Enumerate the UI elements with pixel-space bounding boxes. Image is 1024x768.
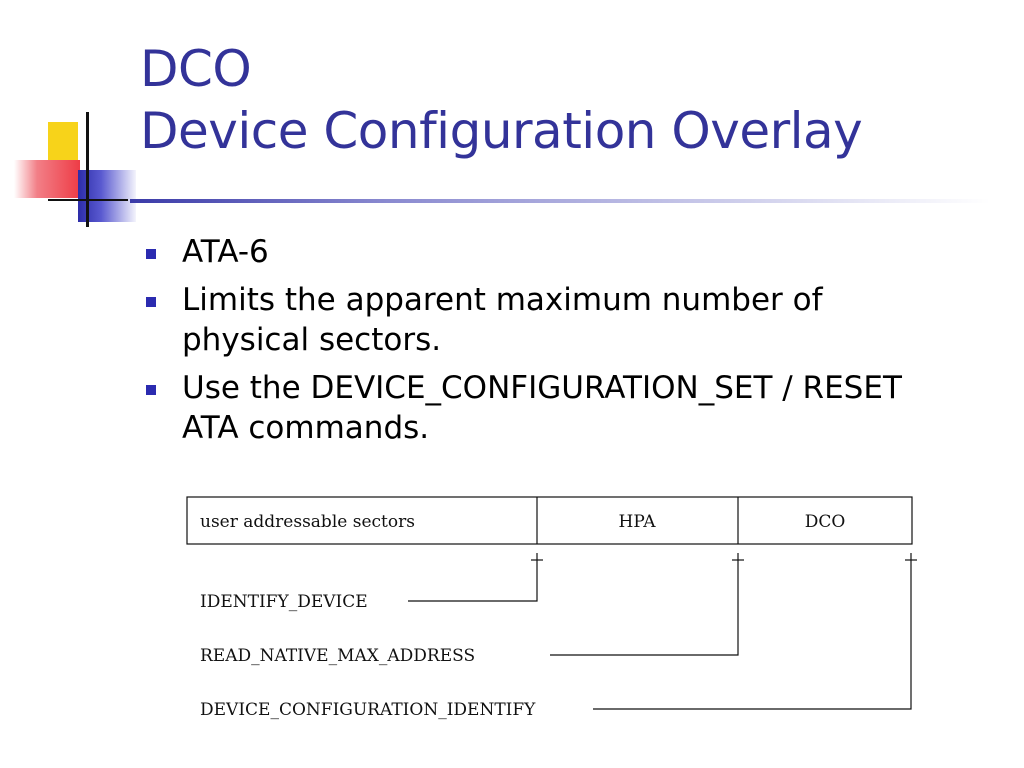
- segment-dco: DCO: [805, 512, 846, 532]
- slide-title: DCO Device Configuration Overlay: [140, 38, 863, 162]
- connector-read-native-max: [550, 553, 739, 656]
- sector-bar: [186, 496, 913, 545]
- decor-red-bar: [14, 160, 80, 198]
- bullet-square-icon: [146, 249, 156, 259]
- bullet-list: ATA-6 Limits the apparent maximum number…: [140, 232, 940, 456]
- connector-identify-device: [408, 553, 538, 602]
- title-line-2: Device Configuration Overlay: [140, 102, 863, 160]
- segment-hpa: HPA: [619, 512, 657, 532]
- sector-diagram: user addressable sectors HPA DCO IDENTIF…: [186, 496, 917, 720]
- decor-horizontal-line: [48, 199, 128, 201]
- bullet-square-icon: [146, 297, 156, 307]
- title-line-1: DCO: [140, 40, 252, 98]
- bullet-text: ATA-6: [182, 234, 269, 270]
- command-read-native-max-address: READ_NATIVE_MAX_ADDRESS: [200, 646, 475, 666]
- bullet-item: Use the DEVICE_CONFIGURATION_SET / RESET…: [140, 368, 940, 448]
- segment-user-sectors: user addressable sectors: [200, 512, 415, 532]
- connector-dco-identify: [593, 553, 912, 710]
- bullet-item: Limits the apparent maximum number of ph…: [140, 280, 940, 360]
- bullet-square-icon: [146, 385, 156, 395]
- title-underline: [130, 199, 990, 203]
- decor-vertical-line: [86, 112, 89, 227]
- command-device-configuration-identify: DEVICE_CONFIGURATION_IDENTIFY: [200, 700, 536, 720]
- bullet-text: Use the DEVICE_CONFIGURATION_SET / RESET…: [182, 370, 902, 446]
- bullet-text: Limits the apparent maximum number of ph…: [182, 282, 823, 358]
- bullet-item: ATA-6: [140, 232, 940, 272]
- command-identify-device: IDENTIFY_DEVICE: [200, 592, 368, 612]
